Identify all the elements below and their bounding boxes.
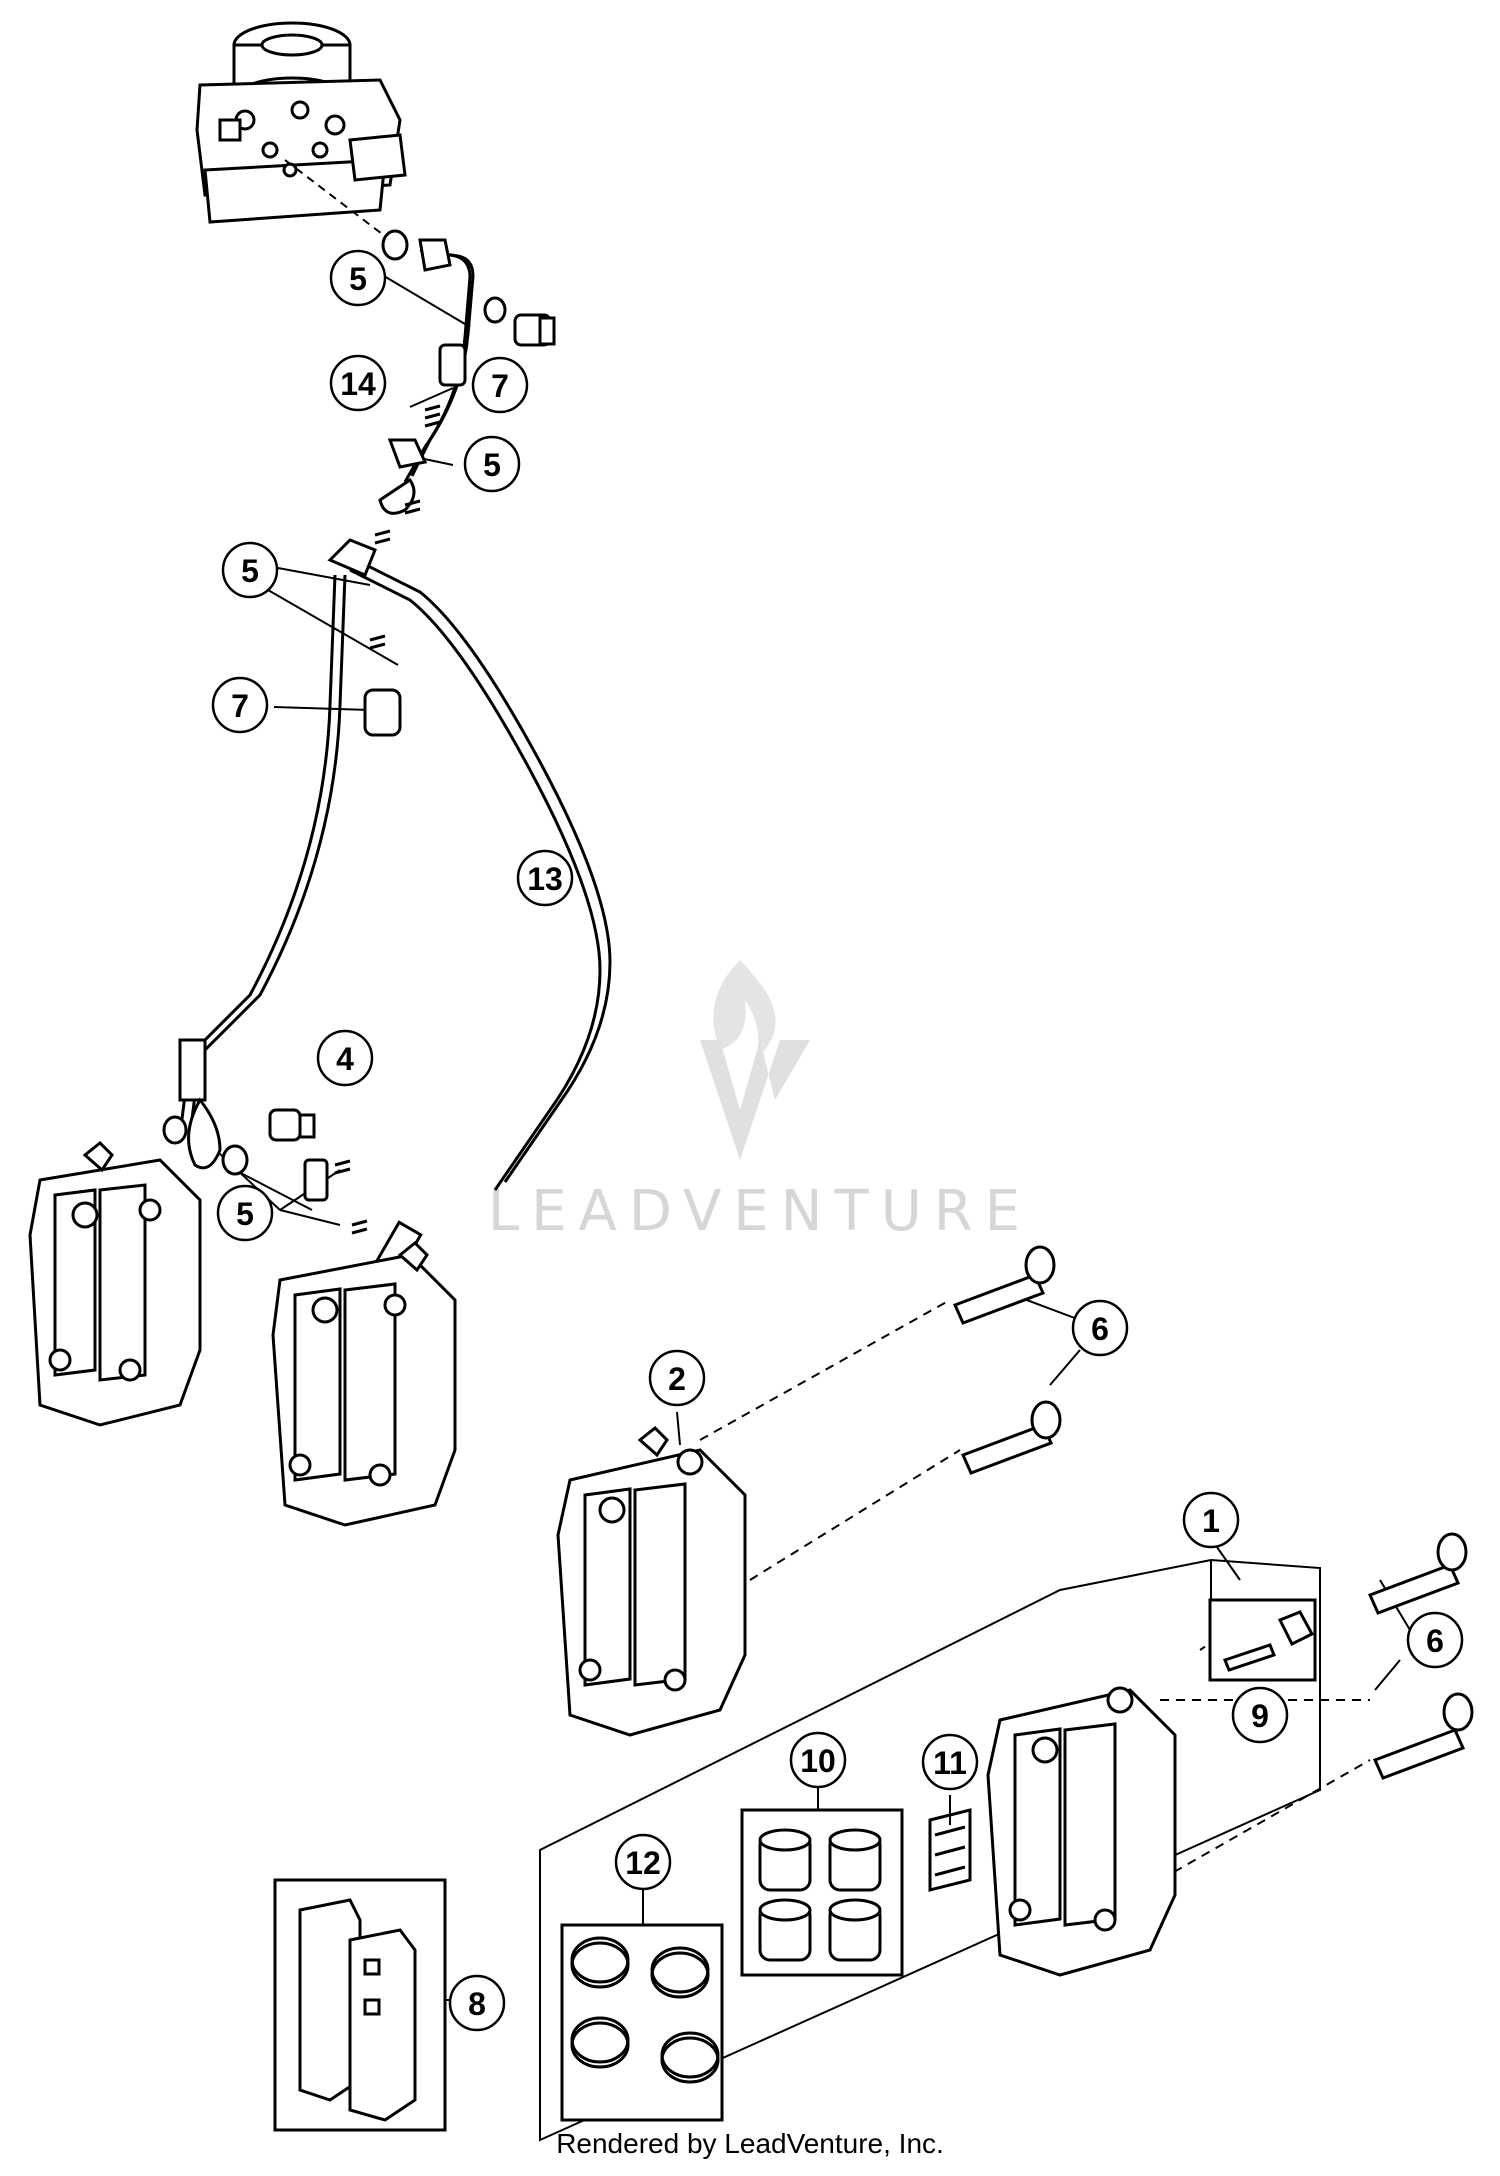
callout-5c: 5	[221, 541, 279, 599]
callout-5d: 5	[216, 1184, 274, 1242]
caliper-bolts	[952, 1245, 1474, 1780]
svg-text:4: 4	[336, 1041, 354, 1077]
callout-14: 14	[329, 354, 387, 412]
svg-text:5: 5	[241, 553, 259, 589]
callout-1: 1	[1182, 1491, 1240, 1549]
callout-5b: 5	[463, 435, 521, 493]
callout-12: 12	[614, 1833, 672, 1891]
svg-text:8: 8	[468, 1986, 486, 2022]
seal-kit	[560, 1923, 724, 2122]
banjo-parts-mid	[162, 529, 402, 1235]
callout-6a: 6	[1071, 1299, 1129, 1357]
svg-text:9: 9	[1251, 1698, 1269, 1734]
svg-text:6: 6	[1426, 1623, 1444, 1659]
brake-hose-upper	[378, 229, 475, 515]
callout-11: 11	[921, 1733, 979, 1791]
caliper-left-upper	[28, 1140, 202, 1427]
caliper-left-lower	[271, 1240, 457, 1527]
callout-2: 2	[648, 1349, 706, 1407]
bleed-screw-kit	[1208, 1598, 1317, 1682]
brake-pads	[273, 1878, 447, 2132]
svg-text:1: 1	[1202, 1503, 1220, 1539]
leadventure-watermark: LEADVENTURE	[488, 960, 1032, 1244]
svg-text:7: 7	[231, 688, 249, 724]
svg-text:13: 13	[527, 861, 563, 897]
callout-13: 13	[516, 849, 574, 907]
caliper-1	[986, 1686, 1177, 1977]
caliper-2	[556, 1425, 747, 1737]
pad-spring-clip	[928, 1808, 972, 1892]
callout-7a: 7	[471, 356, 529, 414]
piston-kit	[740, 1808, 904, 1977]
callout-9: 9	[1231, 1686, 1289, 1744]
callout-5a: 5	[329, 249, 387, 307]
small-parts-upper	[404, 296, 556, 515]
callout-4: 4	[316, 1029, 374, 1087]
svg-text:10: 10	[800, 1743, 836, 1779]
callout-7b: 7	[211, 676, 269, 734]
svg-text:5: 5	[349, 261, 367, 297]
callout-10: 10	[789, 1731, 847, 1789]
svg-text:7: 7	[491, 368, 509, 404]
watermark-text: LEADVENTURE	[488, 1179, 1032, 1244]
svg-text:14: 14	[340, 366, 376, 402]
svg-text:11: 11	[933, 1745, 967, 1781]
callout-8: 8	[448, 1974, 506, 2032]
svg-text:12: 12	[625, 1845, 661, 1881]
svg-text:5: 5	[483, 447, 501, 483]
render-credit: Rendered by LeadVenture, Inc.	[556, 2128, 944, 2159]
svg-text:2: 2	[668, 1361, 686, 1397]
callout-6b: 6	[1406, 1611, 1464, 1669]
svg-text:5: 5	[236, 1196, 254, 1232]
svg-text:6: 6	[1091, 1311, 1109, 1347]
abs-hydraulic-unit	[195, 21, 407, 224]
